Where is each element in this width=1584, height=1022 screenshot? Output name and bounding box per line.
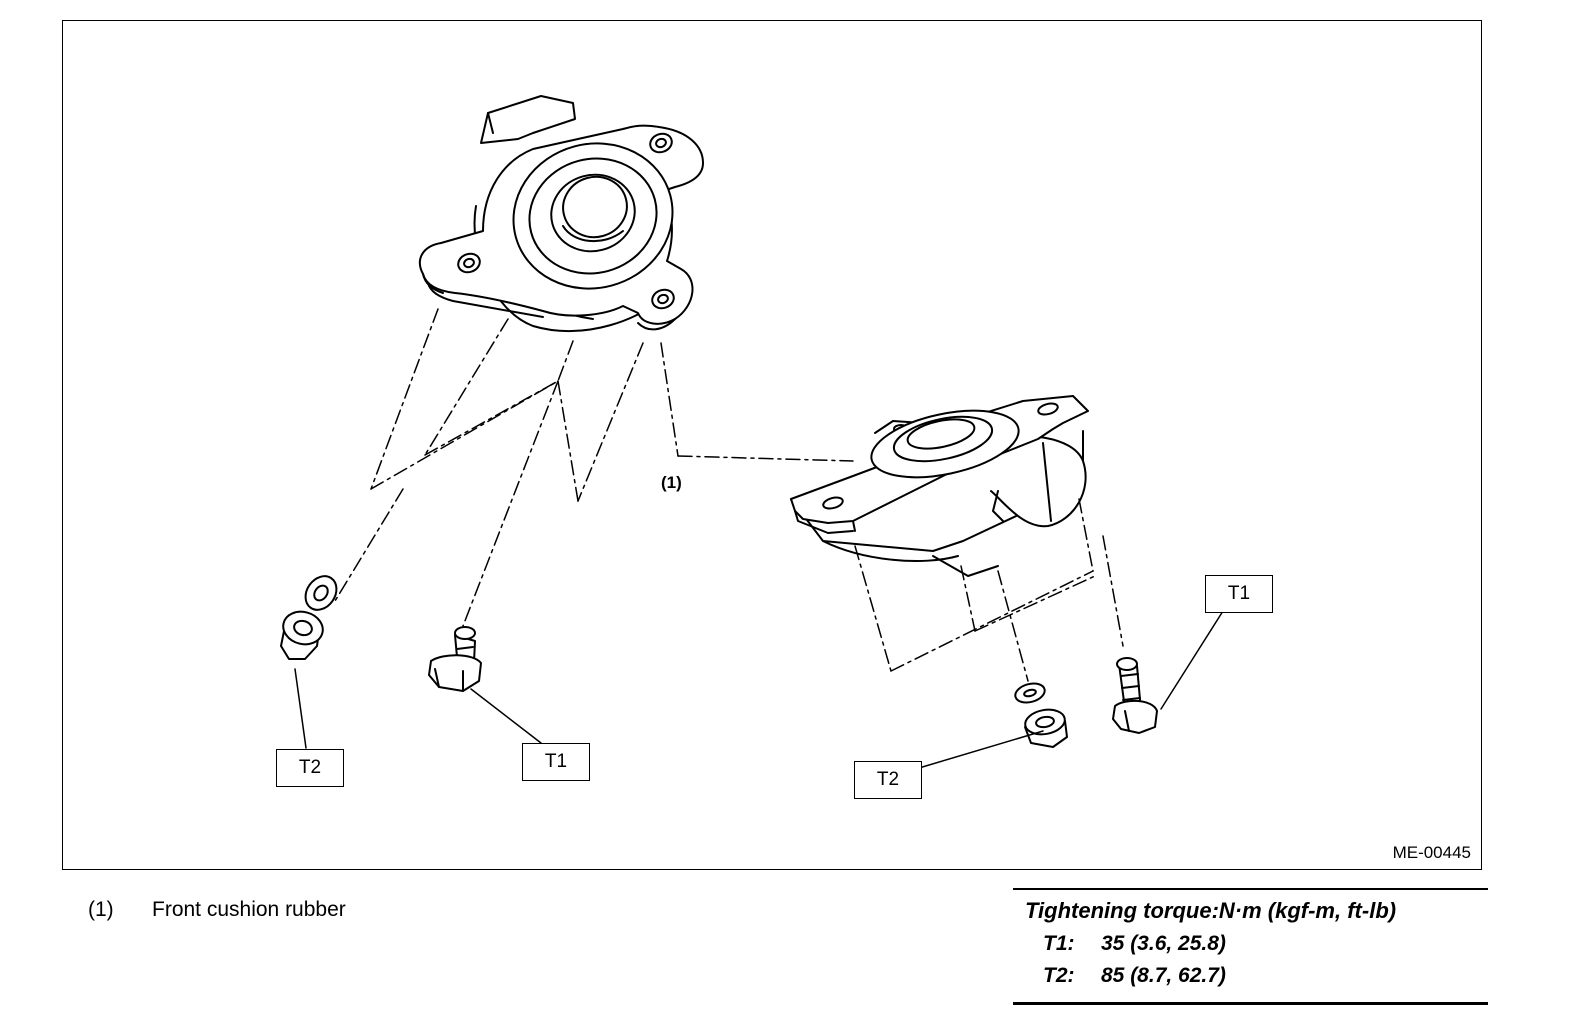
legend-item-number: (1) (88, 898, 114, 921)
right-alignment-lines (854, 498, 1124, 682)
legend: (1) Front cushion rubber (88, 898, 346, 922)
torque-label: T1: (1043, 932, 1075, 955)
torque-row-t2: T2: 85 (8.7, 62.7) (1013, 964, 1488, 988)
torque-title: Tightening torque:N·m (kgf-m, ft-lb) (1025, 898, 1397, 923)
torque-value: 35 (3.6, 25.8) (1101, 932, 1226, 955)
exploded-view-drawing (280, 95, 1224, 769)
t1-left-callout: T1 (522, 743, 590, 781)
left-hardware (280, 575, 482, 692)
upper-alignment-lines (334, 308, 854, 627)
torque-value: 85 (8.7, 62.7) (1101, 964, 1226, 987)
right-hardware (1014, 657, 1158, 748)
torque-row-t1: T1: 35 (3.6, 25.8) (1013, 932, 1488, 956)
torque-table: Tightening torque:N·m (kgf-m, ft-lb) T1:… (1013, 888, 1488, 1005)
diagram-frame: (1) T2 T1 T1 T2 ME-00445 (62, 20, 1482, 870)
figure-id: ME-00445 (1392, 843, 1471, 862)
t1-right-callout: T1 (1205, 575, 1273, 613)
leader-lines (294, 610, 1224, 769)
upper-cushion-rubber (418, 95, 704, 333)
part1-callout: (1) (661, 473, 682, 492)
t2-right-callout: T2 (854, 761, 922, 799)
legend-item-label: Front cushion rubber (152, 898, 346, 921)
t2-left-callout: T2 (276, 749, 344, 787)
torque-label: T2: (1043, 964, 1075, 987)
right-cushion-rubber (790, 395, 1089, 577)
